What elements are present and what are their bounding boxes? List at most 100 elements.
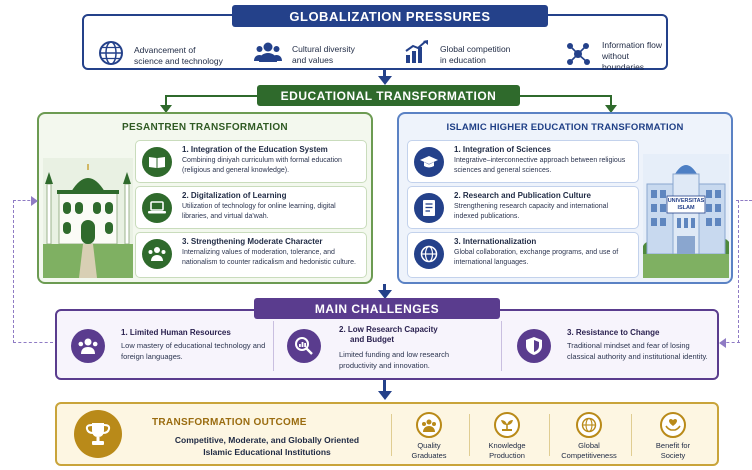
divider xyxy=(501,321,502,371)
graduation-cap-icon xyxy=(414,147,444,177)
flow-arrowhead xyxy=(378,391,392,400)
flow-arrow xyxy=(383,380,386,392)
feedback-dashed-line xyxy=(736,200,752,202)
pesantren-item-desc: Combining diniyah curriculum with formal… xyxy=(182,157,342,174)
challenges-title: MAIN CHALLENGES xyxy=(254,298,500,319)
shield-icon xyxy=(517,329,551,363)
globalization-label: Global competition xyxy=(440,43,511,54)
globalization-label: Cultural diversity xyxy=(292,43,355,54)
globalization-title: GLOBALIZATION PRESSURES xyxy=(232,5,548,27)
pesantren-item: 3. Strengthening Moderate Character Inte… xyxy=(135,232,367,278)
benefit-label: Competitiveness xyxy=(561,450,617,460)
connector-arrowhead xyxy=(605,105,617,113)
globalization-label: and values xyxy=(292,54,334,65)
higher-ed-item-heading: 3. Internationalization xyxy=(454,237,537,246)
divider xyxy=(469,414,470,456)
higher-ed-title: ISLAMIC HIGHER EDUCATION TRANSFORMATION xyxy=(446,122,684,133)
higher-ed-item: 1. Integration of Sciences Integrative–i… xyxy=(407,140,639,183)
growth-chart-icon xyxy=(404,40,430,69)
flow-arrowhead xyxy=(378,76,392,85)
network-icon xyxy=(564,41,592,72)
globalization-label: without boundaries xyxy=(602,51,645,72)
higher-ed-item-heading: 2. Research and Publication Culture xyxy=(454,191,591,200)
globe-icon xyxy=(414,239,444,269)
connector-line xyxy=(610,95,612,106)
challenge-heading: 1. Limited Human Resources xyxy=(121,328,231,337)
heart-hands-icon xyxy=(660,412,686,438)
university-sign: UNIVERSITAS ISLAM xyxy=(667,198,705,211)
feedback-dashed-line xyxy=(738,200,740,343)
divider xyxy=(549,414,550,456)
feedback-dashed-line xyxy=(13,200,15,343)
globalization-label: science and technology xyxy=(134,55,223,66)
challenge-heading-line: and Budget xyxy=(350,335,394,344)
flow-arrow xyxy=(383,70,386,78)
challenge-desc: Traditional mindset and fear of losing c… xyxy=(567,341,708,361)
people-icon xyxy=(71,329,105,363)
university-sign-line: ISLAM xyxy=(677,204,695,211)
connector-line xyxy=(165,95,167,106)
community-icon xyxy=(142,239,172,269)
globalization-label: Advancement of xyxy=(134,44,196,55)
mosque-illustration xyxy=(43,158,133,278)
flow-arrow xyxy=(383,284,386,292)
outcome-desc-line: Islamic Educational Institutions xyxy=(203,447,331,457)
pesantren-item-desc: Utilization of technology for online lea… xyxy=(182,203,336,220)
challenges-panel: 1. Limited Human Resources Low mastery o… xyxy=(55,309,719,380)
benefit-label: Quality xyxy=(417,441,441,450)
benefit-label: Production xyxy=(489,450,525,460)
research-document-icon xyxy=(414,193,444,223)
connector-arrowhead xyxy=(160,105,172,113)
higher-ed-item-desc: Integrative–interconnective approach bet… xyxy=(454,157,626,174)
benefit-label: Global xyxy=(578,441,600,450)
higher-ed-item-heading: 1. Integration of Sciences xyxy=(454,145,551,154)
feedback-dashed-line xyxy=(13,200,35,202)
globalization-label: in education xyxy=(440,54,486,65)
higher-ed-item-desc: Global collaboration, exchange programs,… xyxy=(454,249,619,266)
pesantren-item: 1. Integration of the Education System C… xyxy=(135,140,367,183)
university-illustration: UNIVERSITAS ISLAM xyxy=(642,154,731,278)
globe-icon xyxy=(576,412,602,438)
laptop-icon xyxy=(142,193,172,223)
outcome-desc-line: Competitive, Moderate, and Globally Orie… xyxy=(174,435,360,445)
trophy-icon xyxy=(74,410,122,458)
pesantren-item: 2. Digitalization of Learning Utilizatio… xyxy=(135,186,367,229)
outcome-desc: Competitive, Moderate, and Globally Orie… xyxy=(152,434,382,458)
higher-ed-item: 3. Internationalization Global collabora… xyxy=(407,232,639,278)
pesantren-item-heading: 2. Digitalization of Learning xyxy=(182,191,287,200)
feedback-arrowhead xyxy=(719,338,726,348)
benefit-label: Knowledge xyxy=(488,441,526,450)
challenge-heading-line: 2. Low Research Capacity xyxy=(339,325,438,334)
benefit-label: Benefit for xyxy=(655,441,691,450)
feedback-dashed-line xyxy=(13,342,53,344)
divider xyxy=(391,414,392,456)
outcome-panel: TRANSFORMATION OUTCOME Competitive, Mode… xyxy=(55,402,719,466)
globalization-label: Information flow xyxy=(602,40,662,50)
islamic-higher-education-panel: ISLAMIC HIGHER EDUCATION TRANSFORMATION … xyxy=(397,112,733,284)
flow-arrowhead xyxy=(378,290,392,299)
globe-icon xyxy=(98,40,124,71)
pesantren-item-desc: Internalizing values of moderation, tole… xyxy=(182,249,356,266)
educational-transformation-title: EDUCATIONAL TRANSFORMATION xyxy=(257,85,520,106)
pesantren-panel: PESANTREN TRANSFORMATION xyxy=(37,112,373,284)
divider xyxy=(631,414,632,456)
people-icon xyxy=(254,40,282,69)
pesantren-item-heading: 3. Strengthening Moderate Character xyxy=(182,237,323,246)
challenge-desc: Limited funding and low research product… xyxy=(339,350,450,370)
pesantren-item-heading: 1. Integration of the Education System xyxy=(182,145,328,154)
challenge-heading: 2. Low Research Capacity and Budget xyxy=(339,325,438,345)
graduates-icon xyxy=(416,412,442,438)
benefit-label: Society xyxy=(660,450,686,460)
challenge-heading: 3. Resistance to Change xyxy=(567,328,660,337)
higher-ed-item-desc: Strengthening research capacity and inte… xyxy=(454,203,609,220)
connector-line xyxy=(520,95,612,97)
feedback-dashed-line xyxy=(721,342,740,344)
magnifier-chart-icon xyxy=(287,329,321,363)
book-icon xyxy=(142,147,172,177)
